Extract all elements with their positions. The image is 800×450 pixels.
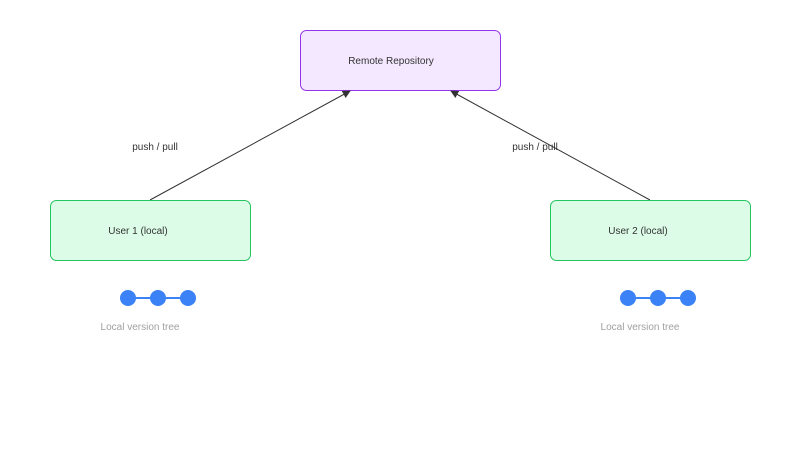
user2-commit-node <box>650 290 666 306</box>
user1-label: User 1 (local) <box>108 226 167 237</box>
user1-commit-node <box>180 290 196 306</box>
user2-commit-node <box>680 290 696 306</box>
user1-node: User 1 (local) <box>50 200 251 261</box>
edge-user2-to-remote <box>450 90 651 201</box>
edge-user1-to-remote <box>149 90 351 201</box>
edge-label-left: push / pull <box>132 142 178 153</box>
edge-label-right: push / pull <box>512 142 558 153</box>
user1-commit-node <box>120 290 136 306</box>
user2-version-tree <box>620 290 696 306</box>
user2-node: User 2 (local) <box>550 200 751 261</box>
user1-box <box>50 200 251 261</box>
user2-version-tree-caption: Local version tree <box>601 322 680 333</box>
user1-version-tree-caption: Local version tree <box>101 322 180 333</box>
user2-box <box>550 200 751 261</box>
remote-repository-box <box>300 30 501 91</box>
remote-repository-node: Remote Repository <box>300 30 501 91</box>
user1-version-tree <box>120 290 196 306</box>
remote-repository-label: Remote Repository <box>348 56 434 67</box>
user1-commit-node <box>150 290 166 306</box>
user2-commit-node <box>620 290 636 306</box>
user2-label: User 2 (local) <box>608 226 667 237</box>
